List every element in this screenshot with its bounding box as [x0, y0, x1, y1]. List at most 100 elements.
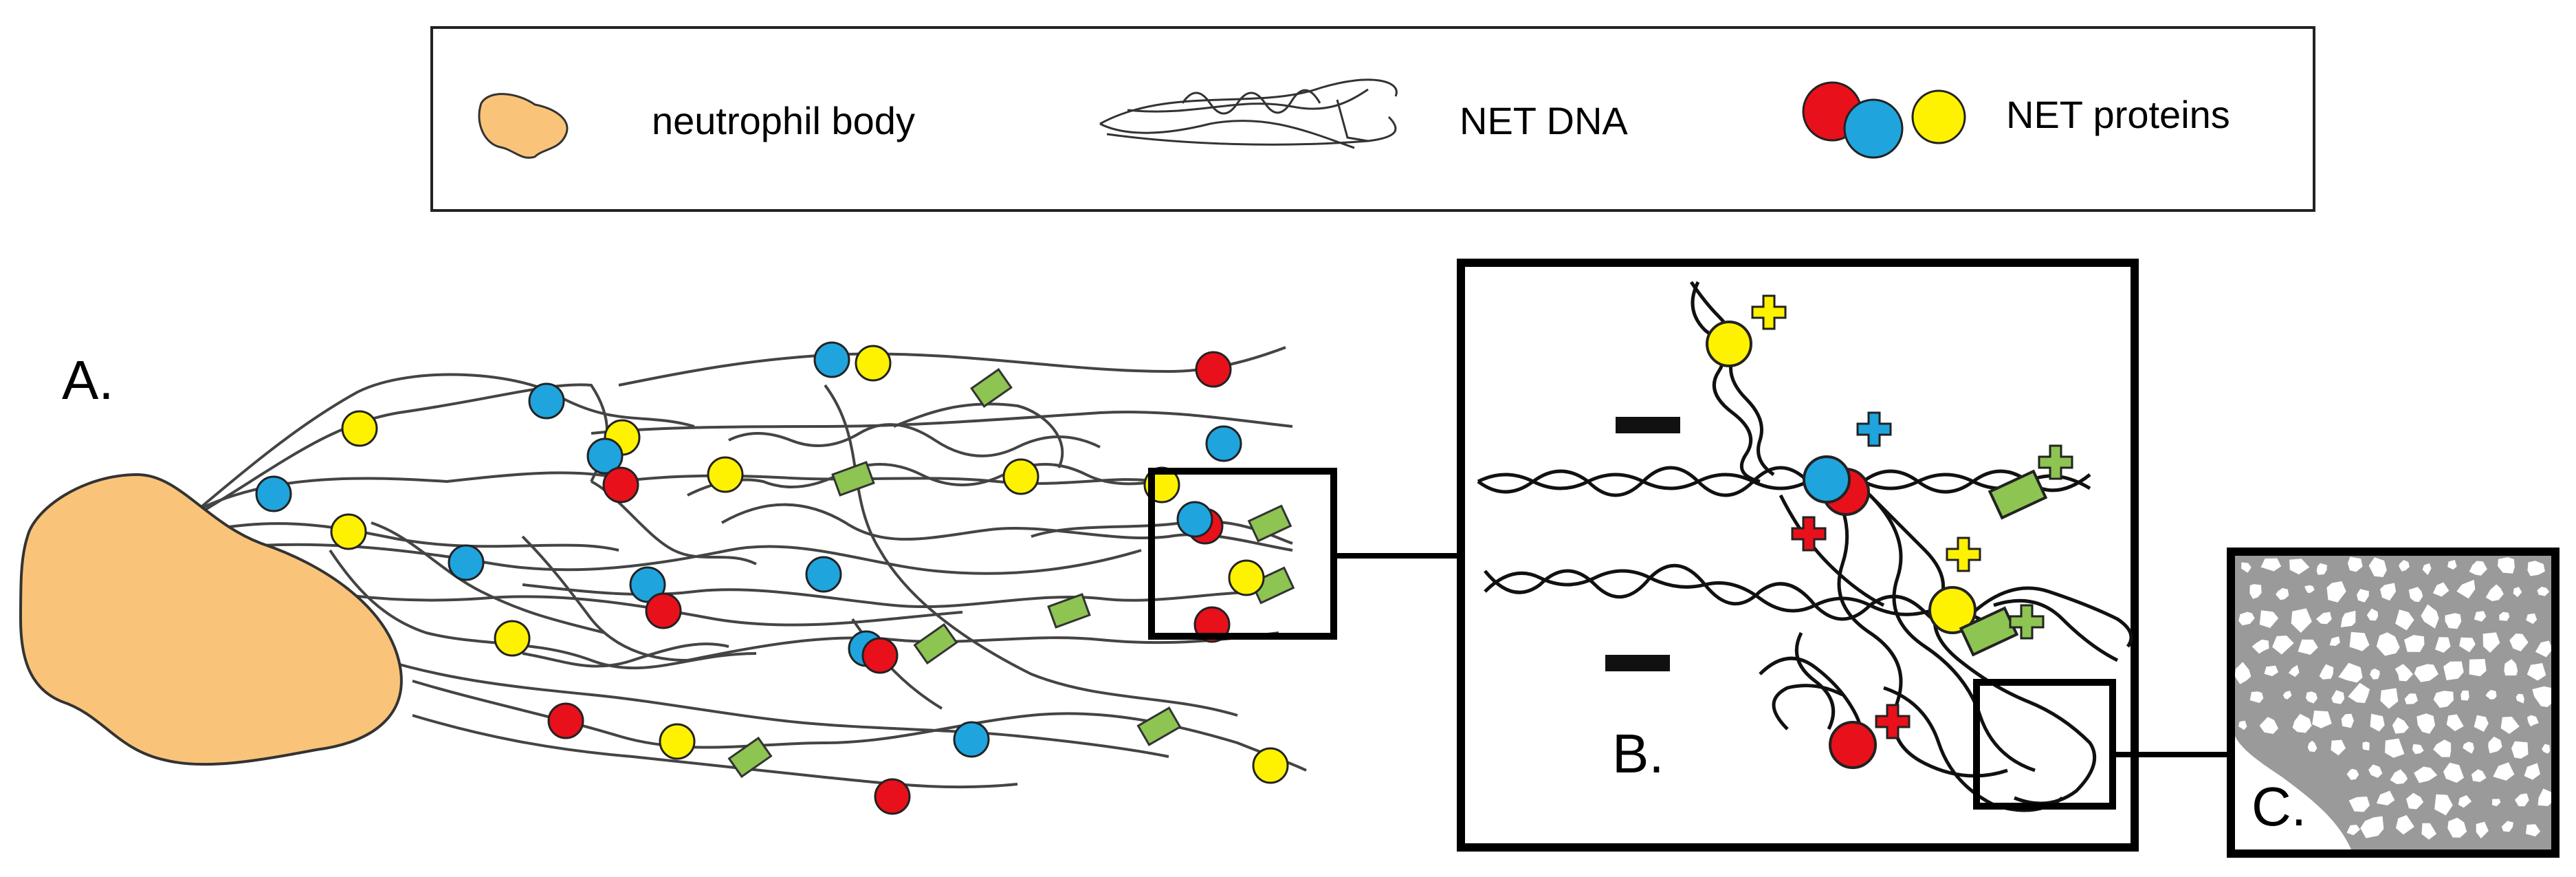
mesh-hole — [2499, 611, 2510, 621]
mesh-hole — [2380, 583, 2397, 601]
mesh-hole — [2476, 821, 2489, 838]
mesh-hole — [2434, 794, 2453, 816]
mesh-hole — [2469, 659, 2487, 677]
mesh-hole — [2348, 797, 2370, 812]
legend: neutrophil body NET DNA NET proteins — [430, 26, 2315, 212]
panel-b-dna-helices — [1477, 281, 2133, 812]
red-protein — [547, 702, 584, 739]
panel-b-positive-charges — [1751, 294, 2073, 739]
mesh-hole — [2463, 741, 2474, 754]
yellow-protein — [1228, 559, 1265, 596]
panel-b-label: B. — [1612, 723, 1664, 784]
mesh-hole — [2347, 556, 2363, 572]
mesh-hole — [2501, 821, 2513, 832]
mesh-hole — [2542, 744, 2551, 754]
green-protein-block — [1247, 504, 1292, 543]
mesh-hole — [2446, 714, 2464, 731]
mesh-hole — [2276, 587, 2289, 600]
mesh-hole — [2485, 690, 2497, 700]
mesh-hole — [2249, 691, 2264, 703]
panel-a-proteins — [255, 341, 1289, 815]
mesh-hole — [2537, 587, 2550, 596]
legend-body-icon — [478, 93, 569, 159]
mesh-hole — [2538, 788, 2551, 806]
mesh-hole — [2304, 585, 2315, 593]
panel-c-mesh — [2235, 556, 2551, 849]
red-protein — [1829, 721, 1877, 769]
yellow-protein — [855, 345, 892, 382]
mesh-hole — [2443, 762, 2464, 783]
green-protein-block — [1988, 469, 2048, 520]
mesh-hole — [2459, 637, 2476, 653]
mesh-hole — [2414, 766, 2438, 783]
mesh-hole — [2524, 763, 2540, 780]
mesh-hole — [2511, 741, 2529, 759]
red-protein — [602, 466, 639, 504]
mesh-hole — [2360, 816, 2384, 838]
mesh-hole — [2445, 613, 2462, 629]
panel-c-label: C. — [2252, 776, 2307, 837]
mesh-hole — [2498, 557, 2515, 574]
mesh-hole — [2326, 581, 2346, 603]
mesh-hole — [2346, 768, 2359, 780]
mesh-hole — [2514, 793, 2529, 807]
positive-charge-red — [1791, 516, 1827, 552]
mesh-hole — [2399, 560, 2410, 572]
panel-b-proteins — [1706, 321, 2048, 769]
mesh-hole — [2516, 693, 2524, 704]
green-protein-block — [1047, 593, 1091, 629]
mesh-hole — [2404, 635, 2425, 652]
mesh-hole — [2395, 609, 2414, 631]
mesh-hole — [2319, 664, 2334, 680]
mesh-hole — [2443, 661, 2464, 680]
mesh-hole — [2527, 663, 2546, 681]
positive-charge-green — [2038, 444, 2073, 480]
mesh-hole — [2390, 769, 2408, 784]
green-protein-block — [831, 461, 875, 497]
mesh-hole — [2376, 790, 2395, 805]
mesh-hole — [2329, 636, 2340, 646]
red-protein — [645, 592, 682, 629]
mesh-hole — [2362, 741, 2370, 750]
mesh-hole — [2288, 664, 2300, 678]
mesh-hole — [2307, 740, 2318, 753]
mesh-hole — [2491, 799, 2501, 807]
mesh-hole — [2238, 611, 2255, 626]
panel-c: C. — [2227, 548, 2560, 858]
mesh-hole — [2252, 639, 2269, 654]
mesh-hole — [2408, 587, 2423, 603]
mesh-hole — [2249, 584, 2262, 599]
blue-protein — [953, 721, 990, 758]
mesh-hole — [2370, 668, 2380, 680]
mesh-hole — [2235, 662, 2252, 684]
mesh-hole — [2305, 691, 2318, 704]
mesh-hole — [2526, 613, 2538, 625]
mesh-hole — [2433, 691, 2454, 708]
mesh-hole — [2368, 557, 2387, 577]
mesh-hole — [2527, 561, 2545, 576]
neutrophil-body — [19, 473, 403, 766]
panel-a-green-blocks — [727, 368, 1295, 779]
mesh-hole — [2414, 664, 2439, 682]
mesh-hole — [2291, 608, 2312, 633]
blue-protein — [528, 382, 565, 420]
green-protein-block — [913, 622, 958, 665]
mesh-hole — [2368, 764, 2383, 778]
green-protein-block — [727, 736, 773, 779]
panel-b-frame — [1457, 259, 2139, 852]
blue-protein — [813, 341, 850, 378]
legend-box — [430, 26, 2315, 212]
mesh-hole — [2260, 558, 2282, 572]
mesh-hole — [2447, 817, 2467, 838]
mesh-hole — [2525, 824, 2541, 837]
legend-blue-protein-icon — [1843, 98, 1904, 159]
mesh-hole — [2458, 795, 2472, 808]
mesh-hole — [2395, 814, 2414, 835]
legend-dna-icon — [1099, 78, 1398, 149]
blue-protein — [1803, 455, 1851, 504]
mesh-hole — [2404, 693, 2418, 704]
panel-b-negative-charges — [1605, 417, 1680, 671]
mesh-hole — [2338, 662, 2363, 683]
mesh-hole — [2315, 611, 2332, 625]
mesh-hole — [2432, 582, 2450, 597]
